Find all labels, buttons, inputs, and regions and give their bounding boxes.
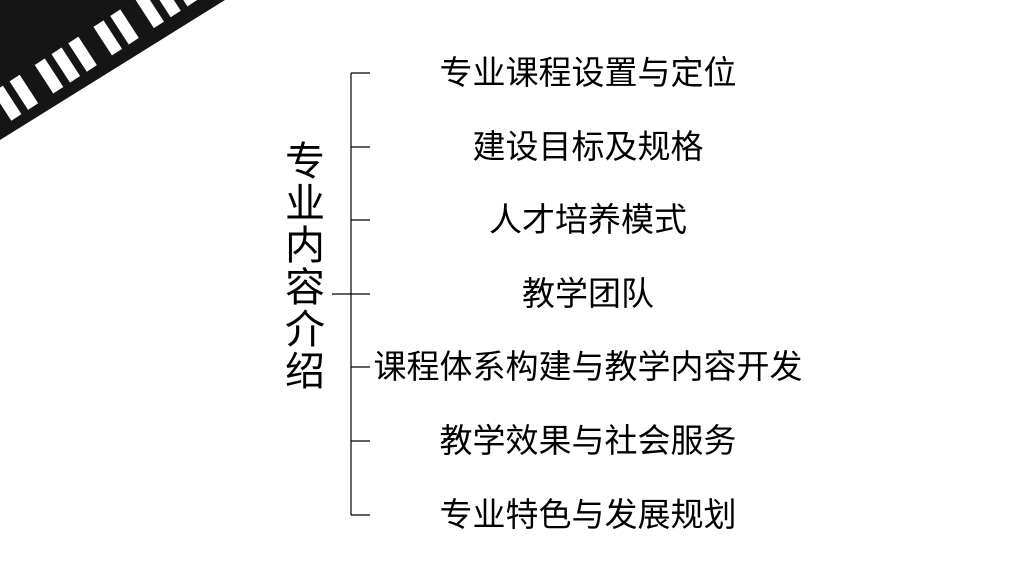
content-item-training-mode: 人才培养模式: [489, 200, 687, 239]
content-item-goals: 建设目标及规格: [472, 127, 704, 166]
content-item-teaching-team: 教学团队: [522, 274, 654, 313]
content-item-course-setting: 专业课程设置与定位: [439, 53, 737, 92]
content-item-effects-service: 教学效果与社会服务: [439, 421, 737, 460]
piano-keys-icon: [0, 0, 225, 140]
content-item-features-plan: 专业特色与发展规划: [439, 495, 737, 534]
content-item-curriculum: 课程体系构建与教学内容开发: [373, 347, 803, 386]
section-title: 专业内容介绍: [278, 140, 324, 392]
